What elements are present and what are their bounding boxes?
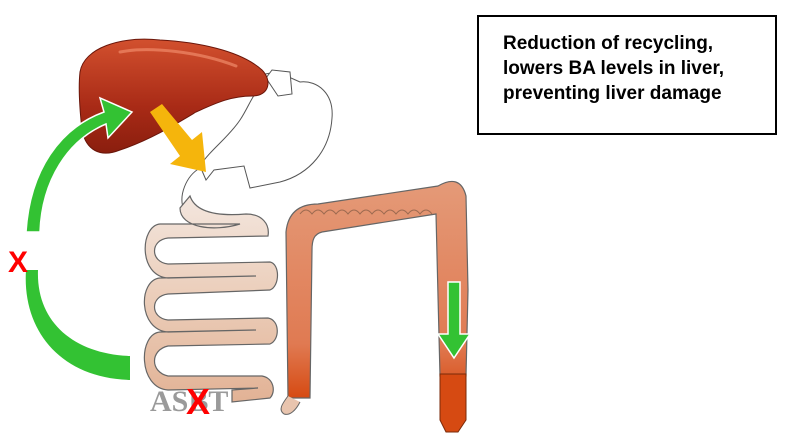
small-intestine (144, 196, 277, 402)
rectum (440, 374, 466, 432)
asbt-blocked-mark: X (186, 382, 210, 422)
callout-box: Reduction of recycling, lowers BA levels… (477, 15, 777, 135)
recycling-blocked-mark: X (8, 246, 28, 280)
appendix (281, 396, 300, 414)
colon (286, 181, 468, 398)
recycling-arrow-upper (26, 98, 132, 232)
callout-line-1: Reduction of recycling, (503, 31, 765, 56)
callout-line-2: lowers BA levels in liver, (503, 56, 765, 81)
recycling-arrow (26, 270, 130, 380)
callout-line-3: preventing liver damage (503, 81, 765, 106)
